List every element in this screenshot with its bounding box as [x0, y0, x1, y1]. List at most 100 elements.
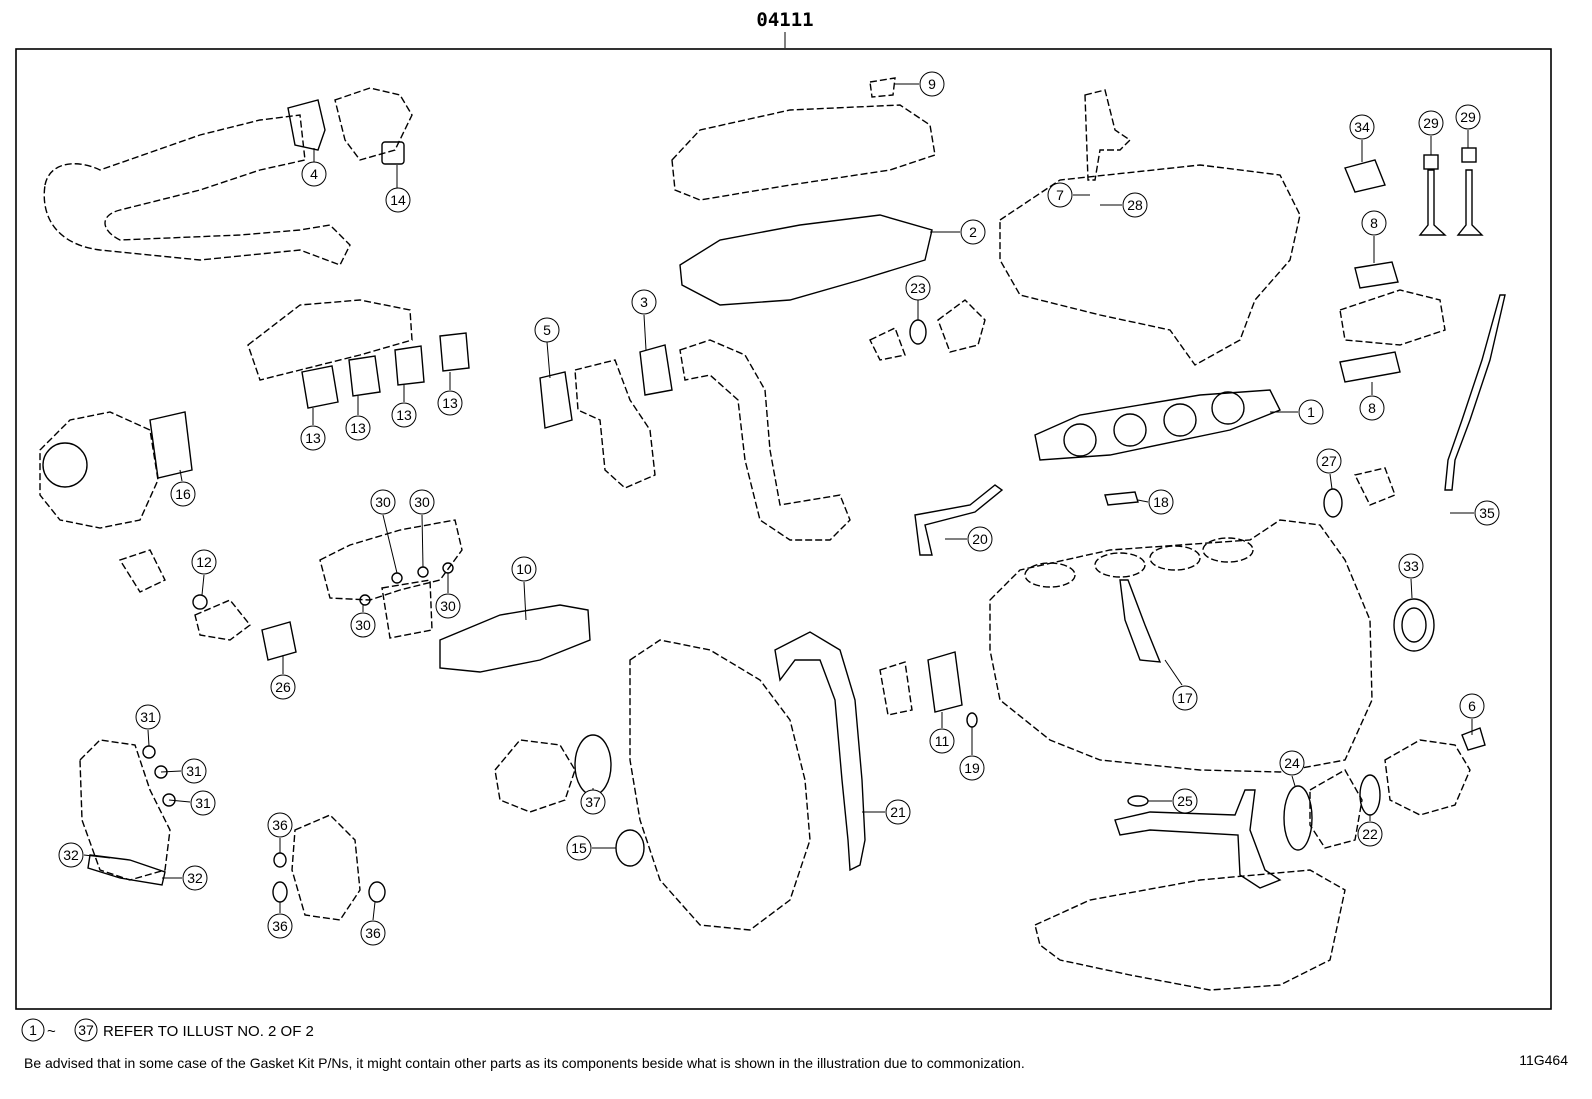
callouts: 4 14 9 2 3 5 23 7 28 34 29 29 8 8 1 13 1… — [58, 71, 1500, 946]
callout-4: 4 — [301, 161, 327, 187]
water-pipe-outline — [679, 339, 851, 541]
callout-26: 26 — [270, 674, 296, 700]
svg-text:37: 37 — [78, 1022, 94, 1038]
svg-text:26: 26 — [275, 679, 291, 695]
callout-6: 6 — [1459, 693, 1485, 719]
callout-11: 11 — [929, 728, 955, 754]
svg-text:13: 13 — [350, 420, 366, 436]
seal-29a-outline — [1423, 154, 1439, 170]
cylinder-head-outline — [999, 164, 1301, 366]
filler-34-outline — [1344, 159, 1386, 193]
svg-text:10: 10 — [516, 561, 532, 577]
svg-text:28: 28 — [1127, 197, 1143, 213]
callout-29b: 29 — [1455, 104, 1481, 130]
gasket-5-outline — [539, 371, 573, 429]
oil-pan-outline — [1034, 869, 1346, 991]
svg-text:5: 5 — [543, 322, 551, 338]
svg-text:8: 8 — [1370, 215, 1378, 231]
valve-6-outline — [1461, 727, 1486, 751]
exhaust-manifold-outline — [247, 299, 413, 381]
diagram-id: 11G464 — [1519, 1052, 1568, 1068]
water-pump-outline — [494, 739, 576, 813]
oring-22 — [1359, 774, 1381, 816]
svg-text:36: 36 — [272, 918, 288, 934]
filter-housing-outline — [381, 579, 433, 639]
block-bore-3 — [1149, 545, 1201, 571]
svg-text:30: 30 — [355, 617, 371, 633]
svg-text:3: 3 — [640, 294, 648, 310]
dipstick-outline — [1444, 294, 1506, 491]
bore-3 — [1163, 403, 1197, 437]
oil-seal-33 — [1393, 598, 1435, 652]
part-outlines — [39, 77, 1506, 991]
svg-text:32: 32 — [63, 847, 79, 863]
svg-text:25: 25 — [1177, 793, 1193, 809]
svg-text:27: 27 — [1321, 453, 1337, 469]
injector-outline — [1084, 89, 1132, 181]
pipe-20-outline — [914, 484, 1004, 556]
callout-22: 22 — [1357, 821, 1383, 847]
svg-text:35: 35 — [1479, 505, 1495, 521]
oil-pump-outline — [1384, 739, 1471, 816]
callout-33: 33 — [1398, 553, 1424, 579]
leader-lines — [83, 83, 1474, 921]
callout-30d: 30 — [350, 612, 376, 638]
svg-text:31: 31 — [140, 709, 156, 725]
callout-36c: 36 — [360, 920, 386, 946]
callout-31c: 31 — [190, 790, 216, 816]
diagram-title: 04111 — [756, 9, 813, 31]
svg-text:12: 12 — [196, 554, 212, 570]
svg-text:6: 6 — [1468, 698, 1476, 714]
egr-gasket-4-outline — [287, 99, 326, 151]
oring-31c — [162, 793, 176, 807]
svg-text:30: 30 — [375, 494, 391, 510]
gasket-18-outline — [1104, 491, 1139, 506]
sensor-23-outline — [869, 327, 906, 361]
callout-29a: 29 — [1418, 110, 1444, 136]
callout-25: 25 — [1172, 788, 1198, 814]
oring-30d — [359, 594, 371, 606]
callout-16: 16 — [170, 481, 196, 507]
gasket-14-outline — [381, 141, 405, 165]
callout-24: 24 — [1279, 750, 1305, 776]
callout-36a: 36 — [267, 812, 293, 838]
intake-gasket-10-outline — [439, 604, 591, 673]
gasket-26-outline — [261, 621, 297, 661]
callout-32a: 32 — [58, 842, 84, 868]
svg-text:1: 1 — [1307, 404, 1315, 420]
timing-cover-outline — [629, 639, 811, 931]
callout-7: 7 — [1047, 182, 1073, 208]
callout-20: 20 — [967, 526, 993, 552]
callout-12: 12 — [191, 549, 217, 575]
oring-24 — [1283, 785, 1313, 851]
svg-text:18: 18 — [1153, 494, 1169, 510]
svg-text:31: 31 — [195, 795, 211, 811]
block-bore-2 — [1094, 552, 1146, 578]
seal-36c — [368, 881, 386, 903]
oring-30b — [417, 566, 429, 578]
callout-21: 21 — [885, 799, 911, 825]
svg-text:29: 29 — [1423, 115, 1439, 131]
svg-text:17: 17 — [1177, 690, 1193, 706]
callout-27: 27 — [1316, 448, 1342, 474]
bore-2 — [1113, 413, 1147, 447]
gasket-13d-outline — [439, 332, 470, 372]
callout-8a: 8 — [1361, 210, 1387, 236]
block-bore-4 — [1202, 537, 1254, 563]
seal-29b-outline — [1461, 147, 1477, 163]
svg-text:1: 1 — [29, 1022, 37, 1038]
callout-3: 3 — [631, 289, 657, 315]
callout-2: 2 — [960, 219, 986, 245]
svg-text:30: 30 — [440, 598, 456, 614]
valve-left-outline — [1418, 169, 1447, 236]
oring-25 — [1127, 795, 1149, 807]
svg-text:20: 20 — [972, 531, 988, 547]
callout-30a: 30 — [370, 489, 396, 515]
callout-30b: 30 — [409, 489, 435, 515]
oil-seal-33-inner — [1401, 607, 1427, 643]
svg-text:32: 32 — [187, 870, 203, 886]
gasket-8a-outline — [1354, 261, 1399, 289]
callout-10: 10 — [511, 556, 537, 582]
svg-text:15: 15 — [571, 840, 587, 856]
